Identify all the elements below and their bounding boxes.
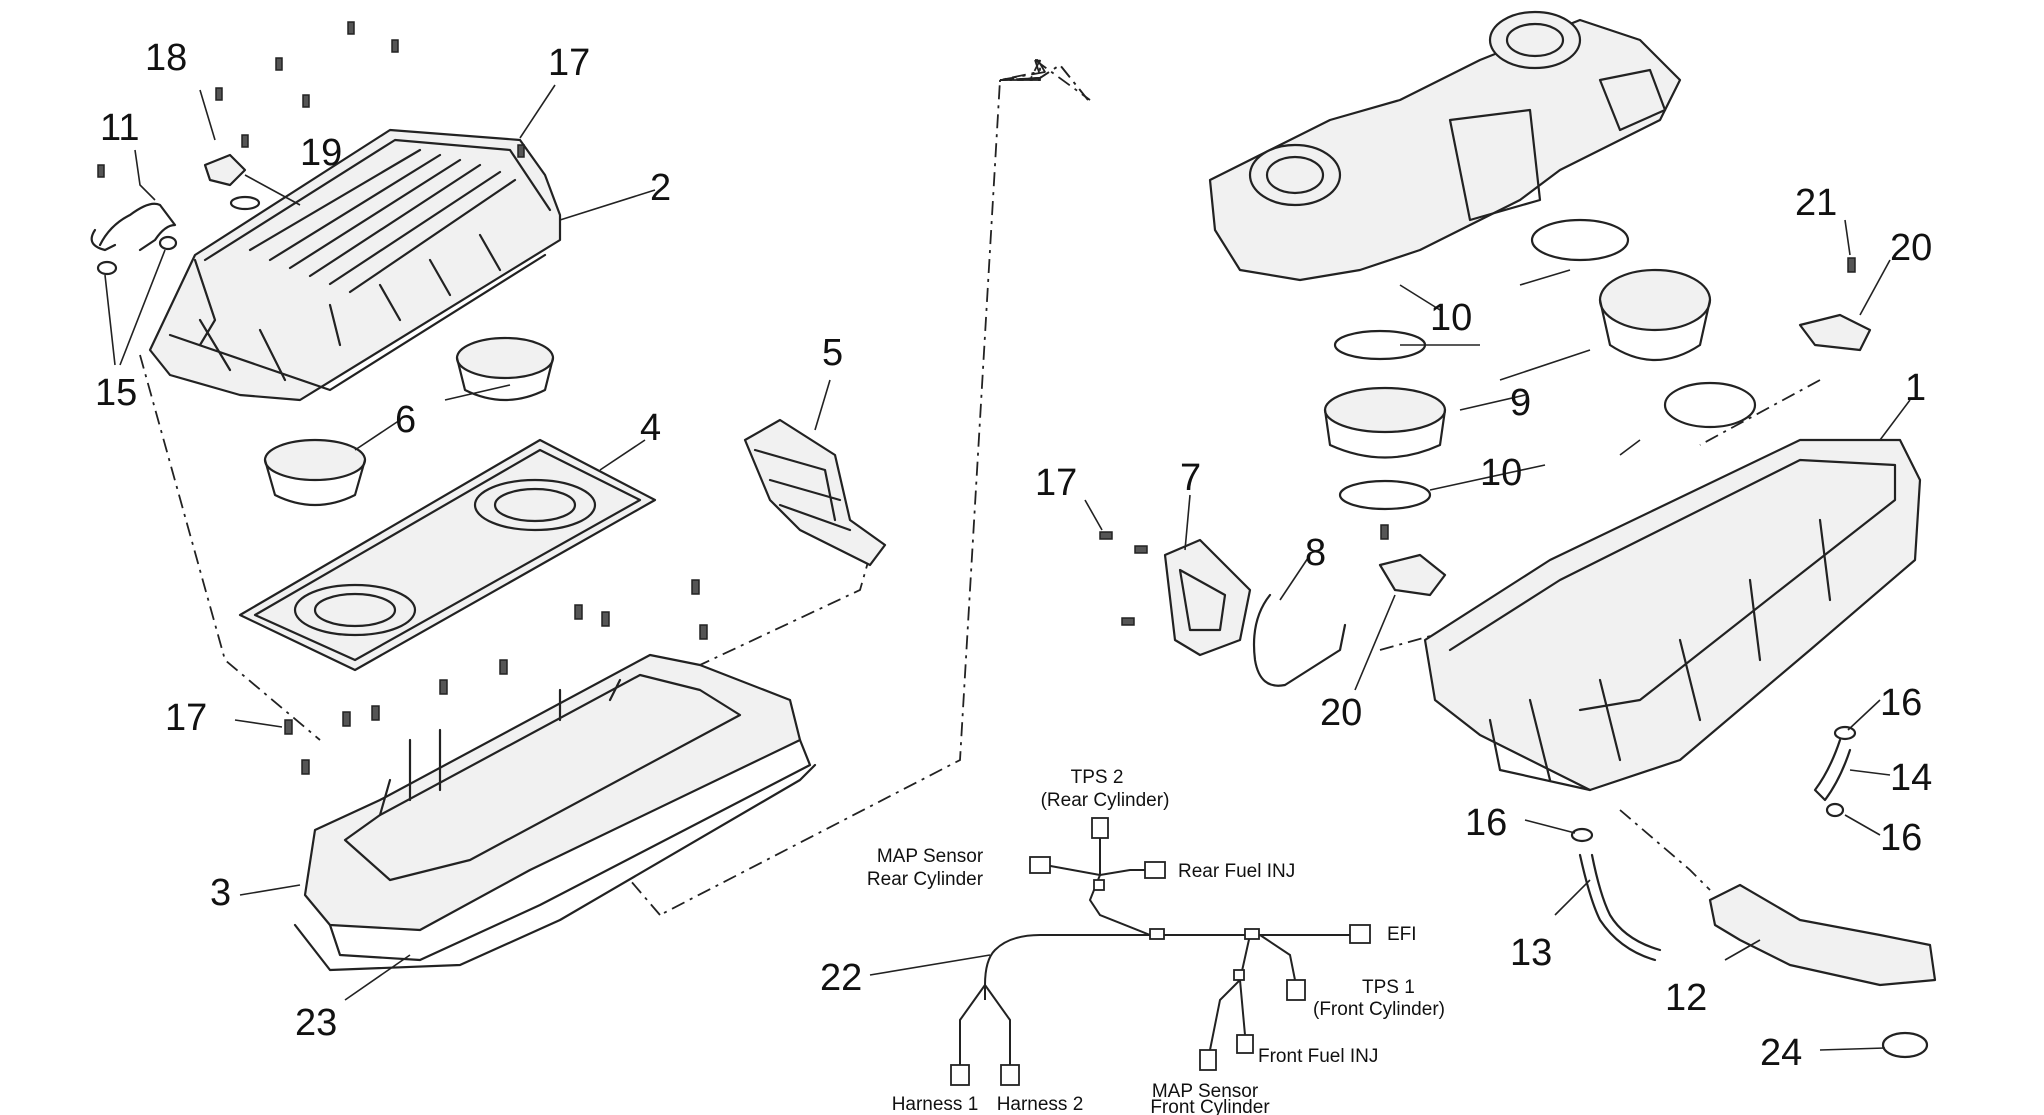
boots-9 — [1323, 268, 1712, 459]
callout-14: 14 — [1890, 757, 1932, 799]
plate-7 — [1099, 531, 1252, 657]
callout-16-top: 16 — [1880, 682, 1922, 724]
label-tps2: TPS 2 — [1071, 767, 1124, 788]
duct-5 — [743, 418, 887, 567]
callout-16-left: 16 — [1465, 802, 1507, 844]
label-tps1-sub: (Front Cylinder) — [1313, 999, 1445, 1020]
callout-6: 6 — [395, 399, 416, 441]
callout-3: 3 — [210, 872, 231, 914]
throttle-body — [1208, 10, 1682, 282]
label-map-front: MAP Sensor — [1152, 1081, 1259, 1102]
harness-labels: TPS 2 (Rear Cylinder) MAP Sensor Rear Cy… — [867, 767, 1445, 1115]
callout-23: 23 — [295, 1002, 337, 1044]
label-efi: EFI — [1387, 924, 1417, 945]
clamps-16 — [1570, 725, 1857, 843]
callout-5: 5 — [822, 332, 843, 374]
clamp-24 — [1881, 1031, 1929, 1059]
label-harness1: Harness 1 — [892, 1094, 979, 1115]
hose-14 — [1813, 738, 1852, 802]
clamps-15 — [96, 235, 178, 276]
callout-10-bottom: 10 — [1480, 452, 1522, 494]
screws-top — [97, 21, 525, 178]
tube-8 — [1252, 593, 1347, 687]
callout-20-left: 20 — [1320, 692, 1362, 734]
label-map-front-sub: Front Cylinder — [1150, 1097, 1270, 1115]
label-map-rear-sub: Rear Cylinder — [867, 869, 984, 890]
gasket-23 — [293, 763, 817, 972]
sensor-20-left — [1378, 524, 1447, 597]
callout-20-right: 20 — [1890, 227, 1932, 269]
callout-22: 22 — [820, 957, 862, 999]
callout-16-right: 16 — [1880, 817, 1922, 859]
label-harness2: Harness 2 — [997, 1094, 1084, 1115]
callout-1: 1 — [1905, 367, 1926, 409]
callout-12: 12 — [1665, 977, 1707, 1019]
label-tps2-sub: (Rear Cylinder) — [1041, 790, 1170, 811]
callout-2: 2 — [650, 167, 671, 209]
callout-15: 15 — [95, 372, 137, 414]
hose-11 — [90, 202, 177, 252]
wiring-harness-22 — [950, 817, 1371, 1086]
callout-11: 11 — [100, 107, 139, 149]
callout-24: 24 — [1760, 1032, 1802, 1074]
airbox-lid — [148, 128, 562, 402]
callout-18: 18 — [145, 37, 187, 79]
callout-9: 9 — [1510, 382, 1531, 424]
callout-17-top: 17 — [548, 42, 590, 84]
airbox-bottom-1 — [1423, 438, 1922, 792]
hose-12 — [1708, 883, 1937, 987]
label-tps1: TPS 1 — [1362, 977, 1415, 998]
air-filter-4 — [238, 438, 657, 672]
callout-10-top: 10 — [1430, 297, 1472, 339]
screws-middle — [284, 579, 708, 775]
callout-numbers: 18 17 11 19 2 15 6 5 4 17 3 23 21 20 10 … — [95, 37, 1932, 1074]
callout-13: 13 — [1510, 932, 1552, 974]
callout-21: 21 — [1795, 182, 1837, 224]
airbox-base-3 — [303, 653, 812, 962]
callout-4: 4 — [640, 407, 661, 449]
callout-17-left: 17 — [165, 697, 207, 739]
callout-19: 19 — [300, 132, 342, 174]
assembly-lines — [139, 59, 1821, 916]
callout-8: 8 — [1305, 532, 1326, 574]
sensor-18 — [203, 153, 261, 211]
intake-funnels-6 — [263, 336, 555, 507]
leader-lines — [104, 84, 1911, 1051]
label-map-rear: MAP Sensor — [877, 846, 984, 867]
callout-7: 7 — [1180, 457, 1201, 499]
sensor-20-right — [1798, 257, 1872, 352]
label-rear-fuel-inj: Rear Fuel INJ — [1178, 861, 1295, 882]
label-front-fuel-inj: Front Fuel INJ — [1258, 1046, 1378, 1067]
hose-13 — [1578, 853, 1662, 962]
callout-17-right: 17 — [1035, 462, 1077, 504]
